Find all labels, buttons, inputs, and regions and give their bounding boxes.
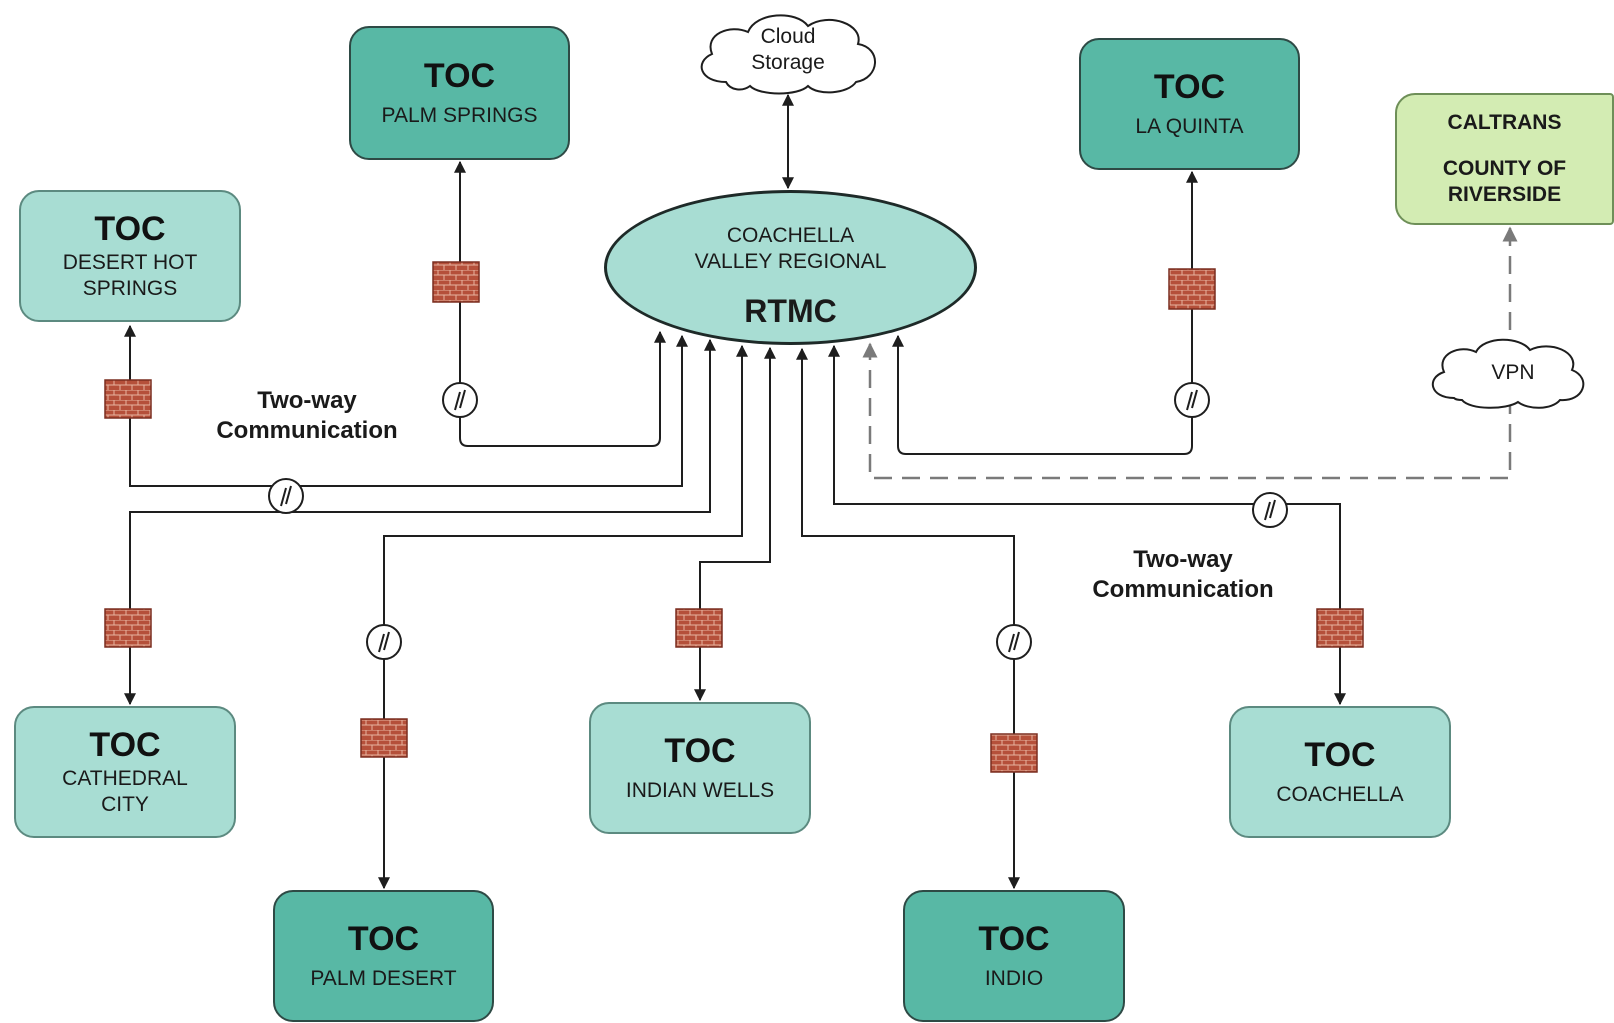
cloud-storage-label: Cloud Storage <box>730 24 846 76</box>
hub-subtitle-line-2: VALLEY REGIONAL <box>694 250 887 273</box>
toc-name-line: DESERT HOT <box>62 251 198 274</box>
agency-caltrans: CALTRANS <box>1447 111 1562 134</box>
cloud-storage-line-1: Cloud <box>760 25 816 48</box>
toc-la-quinta: TOC LA QUINTA <box>1079 38 1300 170</box>
toc-title: TOC <box>664 732 736 770</box>
comm-label-right: Two-way Communication <box>1072 545 1294 605</box>
toc-palm-desert: TOC PALM DESERT <box>273 890 494 1022</box>
vpn-label: VPN <box>1491 361 1535 384</box>
toc-title: TOC <box>423 57 496 95</box>
toc-title: TOC <box>94 210 166 248</box>
toc-name-line: LA QUINTA <box>1135 115 1244 138</box>
link-coachella <box>828 344 1346 706</box>
toc-name-line: PALM DESERT <box>310 967 457 990</box>
comm-label-left: Two-way Communication <box>196 386 418 446</box>
comm-left-line-1: Two-way <box>257 387 357 414</box>
switch-icon <box>268 382 1288 660</box>
toc-indio: TOC INDIO <box>903 890 1125 1022</box>
toc-name: LA QUINTA <box>1135 114 1243 140</box>
agencies-box: CALTRANS COUNTY OF RIVERSIDE <box>1395 93 1614 225</box>
toc-name: INDIO <box>985 966 1043 992</box>
toc-name: COACHELLA <box>1276 782 1403 808</box>
toc-name: PALM SPRINGS <box>382 103 538 129</box>
firewall-icon <box>104 261 1364 773</box>
comm-right-line-2: Communication <box>1092 576 1274 603</box>
toc-name-line: CATHEDRAL <box>62 767 188 790</box>
toc-name: PALM DESERT <box>310 966 456 992</box>
toc-title: TOC <box>1304 736 1376 774</box>
cloud-icon <box>1431 338 1585 409</box>
toc-name-line: INDIAN WELLS <box>625 779 775 802</box>
toc-name: INDIAN WELLS <box>626 778 774 804</box>
toc-name: DESERT HOT SPRINGS <box>63 250 198 302</box>
agency-county-line-2: RIVERSIDE <box>1447 183 1562 206</box>
hub-subtitle: COACHELLA VALLEY REGIONAL <box>607 223 974 275</box>
comm-right-line-1: Two-way <box>1133 546 1233 573</box>
toc-palm-springs: TOC PALM SPRINGS <box>349 26 570 160</box>
toc-cathedral-city: TOC CATHEDRAL CITY <box>14 706 236 838</box>
toc-name: CATHEDRAL CITY <box>62 766 188 818</box>
switch-glyphs <box>280 389 1276 653</box>
toc-desert-hot-springs: TOC DESERT HOT SPRINGS <box>19 190 241 322</box>
agency-county-line-1: COUNTY OF <box>1442 157 1567 180</box>
rtmc-hub: COACHELLA VALLEY REGIONAL RTMC <box>604 190 977 345</box>
toc-coachella: TOC COACHELLA <box>1229 706 1451 838</box>
hub-title: RTMC <box>744 293 837 329</box>
cloud-icon <box>700 14 876 95</box>
comm-left-line-2: Communication <box>216 417 398 444</box>
toc-title: TOC <box>978 920 1050 958</box>
toc-indian-wells: TOC INDIAN WELLS <box>589 702 811 834</box>
link-la-quinta <box>892 170 1198 455</box>
toc-title: TOC <box>1153 68 1226 106</box>
toc-title: TOC <box>89 726 161 764</box>
toc-name-line: COACHELLA <box>1276 783 1404 806</box>
toc-name-line: CITY <box>101 793 149 816</box>
toc-name-line: INDIO <box>984 967 1044 990</box>
toc-title: TOC <box>347 920 420 958</box>
toc-name-line: PALM SPRINGS <box>381 104 538 127</box>
hub-subtitle-line-1: COACHELLA <box>726 224 855 247</box>
cloud-storage-line-2: Storage <box>751 51 825 74</box>
toc-name-line: SPRINGS <box>82 277 178 300</box>
